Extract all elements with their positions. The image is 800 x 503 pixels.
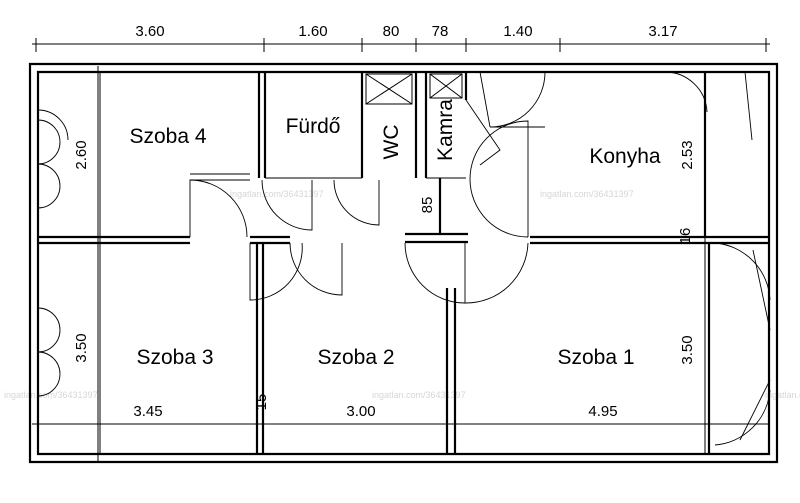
bottom-dimensions: 3.45 15 3.00 4.95 — [133, 394, 617, 420]
room-labels: Szoba 4 Fürdő WC Kamra Konyha Szoba 3 Sz… — [129, 99, 660, 369]
watermark: ingatlan.com/36431397 — [765, 390, 800, 400]
left-windows — [37, 109, 69, 397]
dim-left-1: 2.60 — [73, 140, 90, 169]
dim-right-2: 16 — [677, 228, 694, 245]
dim-right-1: 2.53 — [679, 140, 696, 169]
watermark: ingatlan.com/36431397 — [4, 390, 98, 400]
dim-left-2: 3.50 — [73, 333, 90, 362]
dim-top-5: 1.40 — [503, 23, 532, 40]
room-label-furdo: Fürdő — [286, 115, 341, 138]
dimension-lines — [32, 38, 770, 454]
shaft-crosses — [365, 73, 463, 105]
room-label-szoba-3: Szoba 3 — [136, 346, 213, 369]
watermark: ingatlan.com/36431397 — [230, 189, 324, 199]
room-label-szoba-1: Szoba 1 — [557, 346, 634, 369]
dim-inner-1: 85 — [419, 197, 436, 214]
room-label-szoba-4: Szoba 4 — [129, 125, 206, 148]
dim-bottom-1: 3.45 — [133, 403, 162, 420]
dim-bottom-3: 3.00 — [346, 403, 375, 420]
room-label-kamra: Kamra — [434, 99, 457, 161]
doors — [189, 71, 771, 446]
watermark: ingatlan.com/36431397 — [540, 189, 634, 199]
dim-bottom-4: 4.95 — [588, 403, 617, 420]
dim-top-1: 3.60 — [135, 23, 164, 40]
dim-top-6: 3.17 — [648, 23, 677, 40]
dim-top-4: 78 — [432, 23, 449, 40]
watermark: ingatlan.com/36431397 — [372, 390, 466, 400]
room-label-konyha: Konyha — [589, 145, 661, 168]
room-label-wc: WC — [380, 125, 403, 160]
dim-top-2: 1.60 — [298, 23, 327, 40]
top-dimensions: 3.60 1.60 80 78 1.40 3.17 — [135, 23, 677, 40]
room-label-szoba-2: Szoba 2 — [317, 346, 394, 369]
watermarks: ingatlan.com/36431397 ingatlan.com/36431… — [4, 189, 800, 400]
dim-top-3: 80 — [383, 23, 400, 40]
dim-bottom-2: 15 — [253, 394, 270, 411]
dim-right-3: 3.50 — [679, 335, 696, 364]
vertical-dimensions: 2.60 3.50 2.53 16 3.50 85 — [73, 140, 696, 364]
outer-walls — [28, 62, 779, 464]
